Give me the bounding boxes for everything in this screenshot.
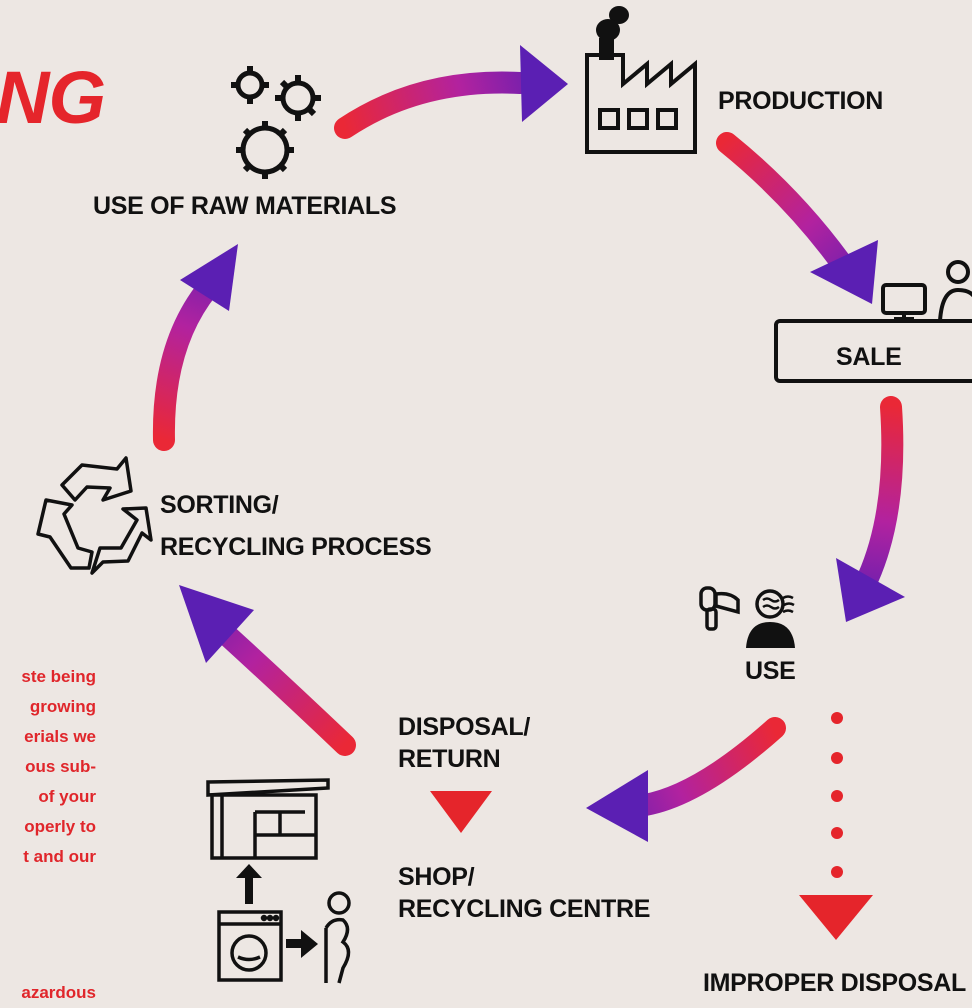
arrow-production-to-sale <box>716 132 878 304</box>
arrow-raw-to-production <box>334 45 568 139</box>
side-paragraph-line: ste being <box>21 667 96 686</box>
side-paragraph-line: growing <box>29 697 96 716</box>
stage-sorting-label-line2: RECYCLING PROCESS <box>160 533 432 561</box>
store-icon <box>206 778 330 860</box>
side-paragraph-line: t and our <box>23 847 96 866</box>
factory-icon <box>585 6 697 154</box>
side-paragraph-line: ous sub- <box>25 757 96 776</box>
arrow-sorting-to-raw <box>152 244 238 451</box>
improper-disposal-triangle <box>799 895 873 940</box>
person-icon <box>324 891 351 984</box>
arrow-use-to-shop <box>586 717 786 842</box>
page-title-fragment: NG <box>0 56 106 139</box>
gears-icon <box>231 66 321 179</box>
up-arrow-icon <box>236 864 262 904</box>
stage-shop-label-line1: SHOP/ <box>398 863 475 891</box>
washing-machine-icon <box>217 910 283 982</box>
side-paragraph-footer: azardous <box>21 983 96 1002</box>
stage-improper-disposal-label: IMPROPER DISPOSAL <box>703 969 966 997</box>
stage-shop-label-line2: RECYCLING CENTRE <box>398 895 651 923</box>
stage-disposal-label-line1: DISPOSAL/ <box>398 713 531 741</box>
stage-sale-label: SALE <box>836 343 902 371</box>
stage-production-label: PRODUCTION <box>718 87 884 115</box>
arrow-disposal-to-sorting <box>179 585 356 756</box>
shop-counter-icon <box>774 260 972 383</box>
stage-raw-materials-label: USE OF RAW MATERIALS <box>93 192 397 220</box>
arrow-sale-to-use <box>836 396 905 622</box>
stage-disposal-label-line2: RETURN <box>398 745 501 773</box>
shop-triangle <box>430 791 492 833</box>
side-paragraph-line: erials we <box>24 727 96 746</box>
improper-disposal-dots <box>831 712 843 878</box>
right-arrow-icon <box>286 930 318 958</box>
hair-dryer-user-icon <box>699 586 795 648</box>
stage-sorting-label-line1: SORTING/ <box>160 491 279 519</box>
side-paragraph-line: of your <box>38 787 96 806</box>
recycle-icon <box>36 456 153 575</box>
stage-use-label: USE <box>745 657 796 685</box>
side-paragraph: ste being growing erials we ous sub- of … <box>0 662 96 872</box>
side-paragraph-line: operly to <box>24 817 96 836</box>
